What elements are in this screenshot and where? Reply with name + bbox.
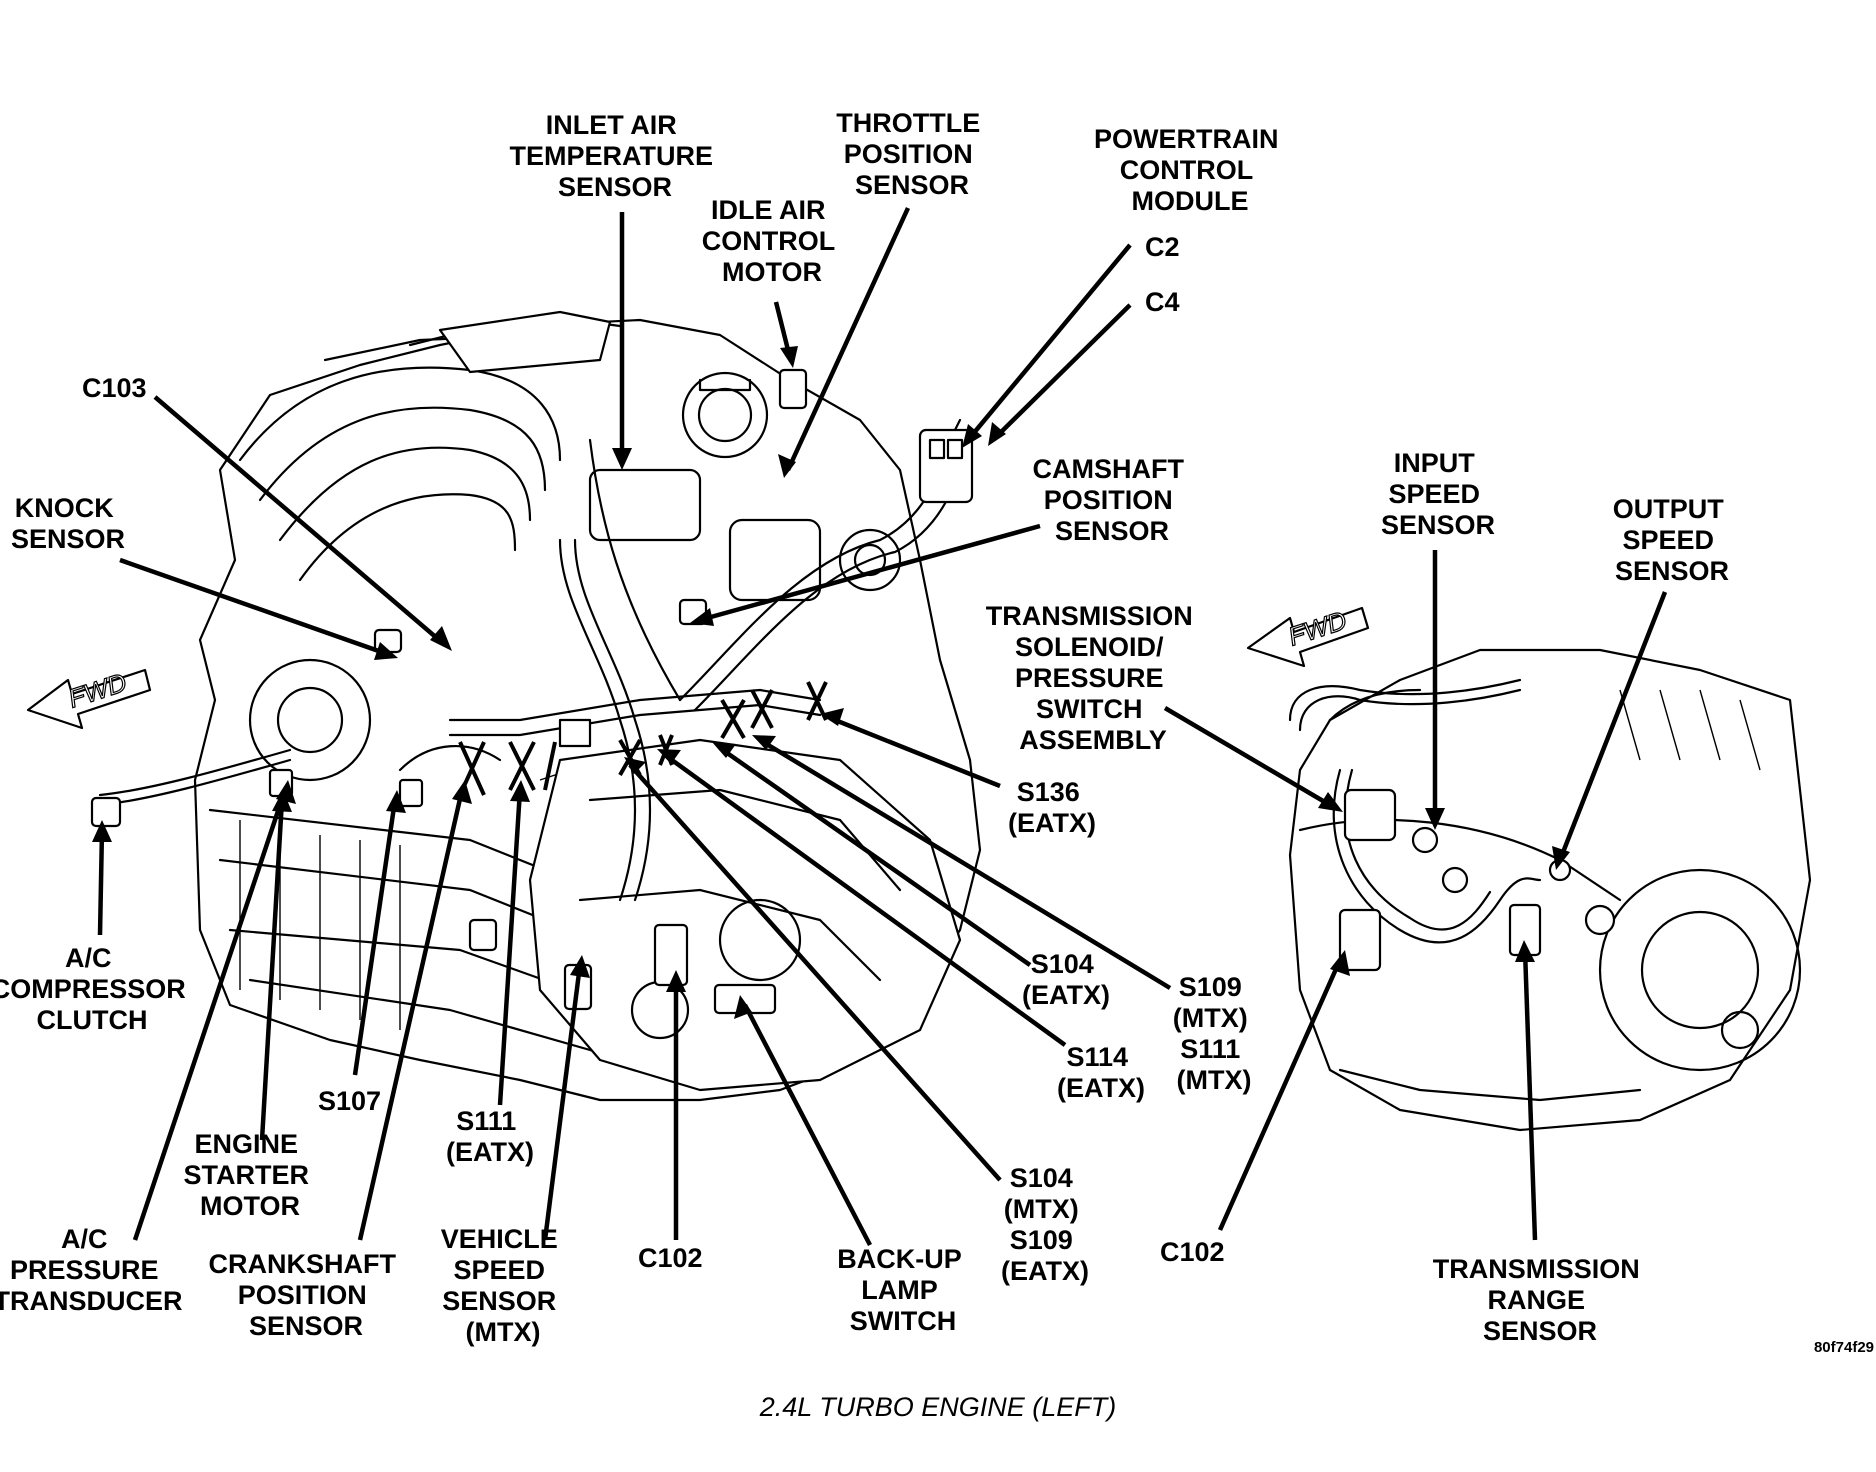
label-engine-starter-motor: ENGINE STARTER MOTOR — [183, 1129, 316, 1221]
label-c102-right: C102 — [1160, 1237, 1225, 1267]
fwd-arrow-right: FWD — [1246, 604, 1370, 668]
diagram-caption: 2.4L TURBO ENGINE (LEFT) — [759, 1392, 1117, 1422]
label-ac-pressure-transducer: A/C PRESSURE TRANSDUCER — [0, 1224, 183, 1316]
label-c2: C2 — [1145, 232, 1180, 262]
arrowheads — [92, 346, 1570, 1019]
label-s104-mtx-s109-eatx: S104 (MTX) S109 (EATX) — [1001, 1163, 1089, 1286]
transmission-illustration — [1288, 648, 1812, 1132]
label-camshaft-position-sensor: CAMSHAFT POSITION SENSOR — [1033, 454, 1192, 546]
label-s114: S114 (EATX) — [1057, 1042, 1145, 1103]
label-s136: S136 (EATX) — [1008, 777, 1096, 838]
label-ac-compressor-clutch: A/C COMPRESSOR CLUTCH — [0, 943, 193, 1035]
label-output-speed-sensor: OUTPUT SPEED SENSOR — [1613, 494, 1732, 586]
engine-illustration — [90, 310, 982, 1102]
leader-lines — [97, 207, 1668, 1247]
label-throttle-position-sensor: THROTTLE POSITION SENSOR — [836, 108, 988, 200]
label-powertrain-control-module: POWERTRAIN CONTROL MODULE — [1094, 124, 1286, 216]
figure-id: 80f74f29 — [1814, 1339, 1874, 1356]
label-c4: C4 — [1145, 287, 1180, 317]
label-inlet-air-temp-sensor: INLET AIR TEMPERATURE SENSOR — [509, 110, 720, 202]
label-transmission-solenoid-assembly: TRANSMISSION SOLENOID/ PRESSURE SWITCH A… — [986, 601, 1201, 755]
label-idle-air-control-motor: IDLE AIR CONTROL MOTOR — [702, 195, 843, 287]
label-s109-s111-mtx: S109 (MTX) S111 (MTX) — [1173, 972, 1256, 1095]
splice-marks — [458, 681, 828, 796]
label-backup-lamp-switch: BACK-UP LAMP SWITCH — [837, 1244, 969, 1336]
label-knock-sensor: KNOCK SENSOR — [11, 493, 125, 554]
label-transmission-range-sensor: TRANSMISSION RANGE SENSOR — [1433, 1254, 1648, 1346]
label-c103: C103 — [82, 373, 147, 403]
fwd-arrow-left: FWD — [26, 666, 152, 730]
label-input-speed-sensor: INPUT SPEED SENSOR — [1381, 448, 1495, 540]
label-crankshaft-position-sensor: CRANKSHAFT POSITION SENSOR — [209, 1249, 404, 1341]
label-s111-eatx: S111 (EATX) — [446, 1106, 534, 1167]
label-s107: S107 — [318, 1086, 381, 1116]
label-vehicle-speed-sensor: VEHICLE SPEED SENSOR (MTX) — [441, 1224, 566, 1347]
label-s104-eatx: S104 (EATX) — [1022, 949, 1110, 1010]
label-c102-left: C102 — [638, 1243, 703, 1273]
